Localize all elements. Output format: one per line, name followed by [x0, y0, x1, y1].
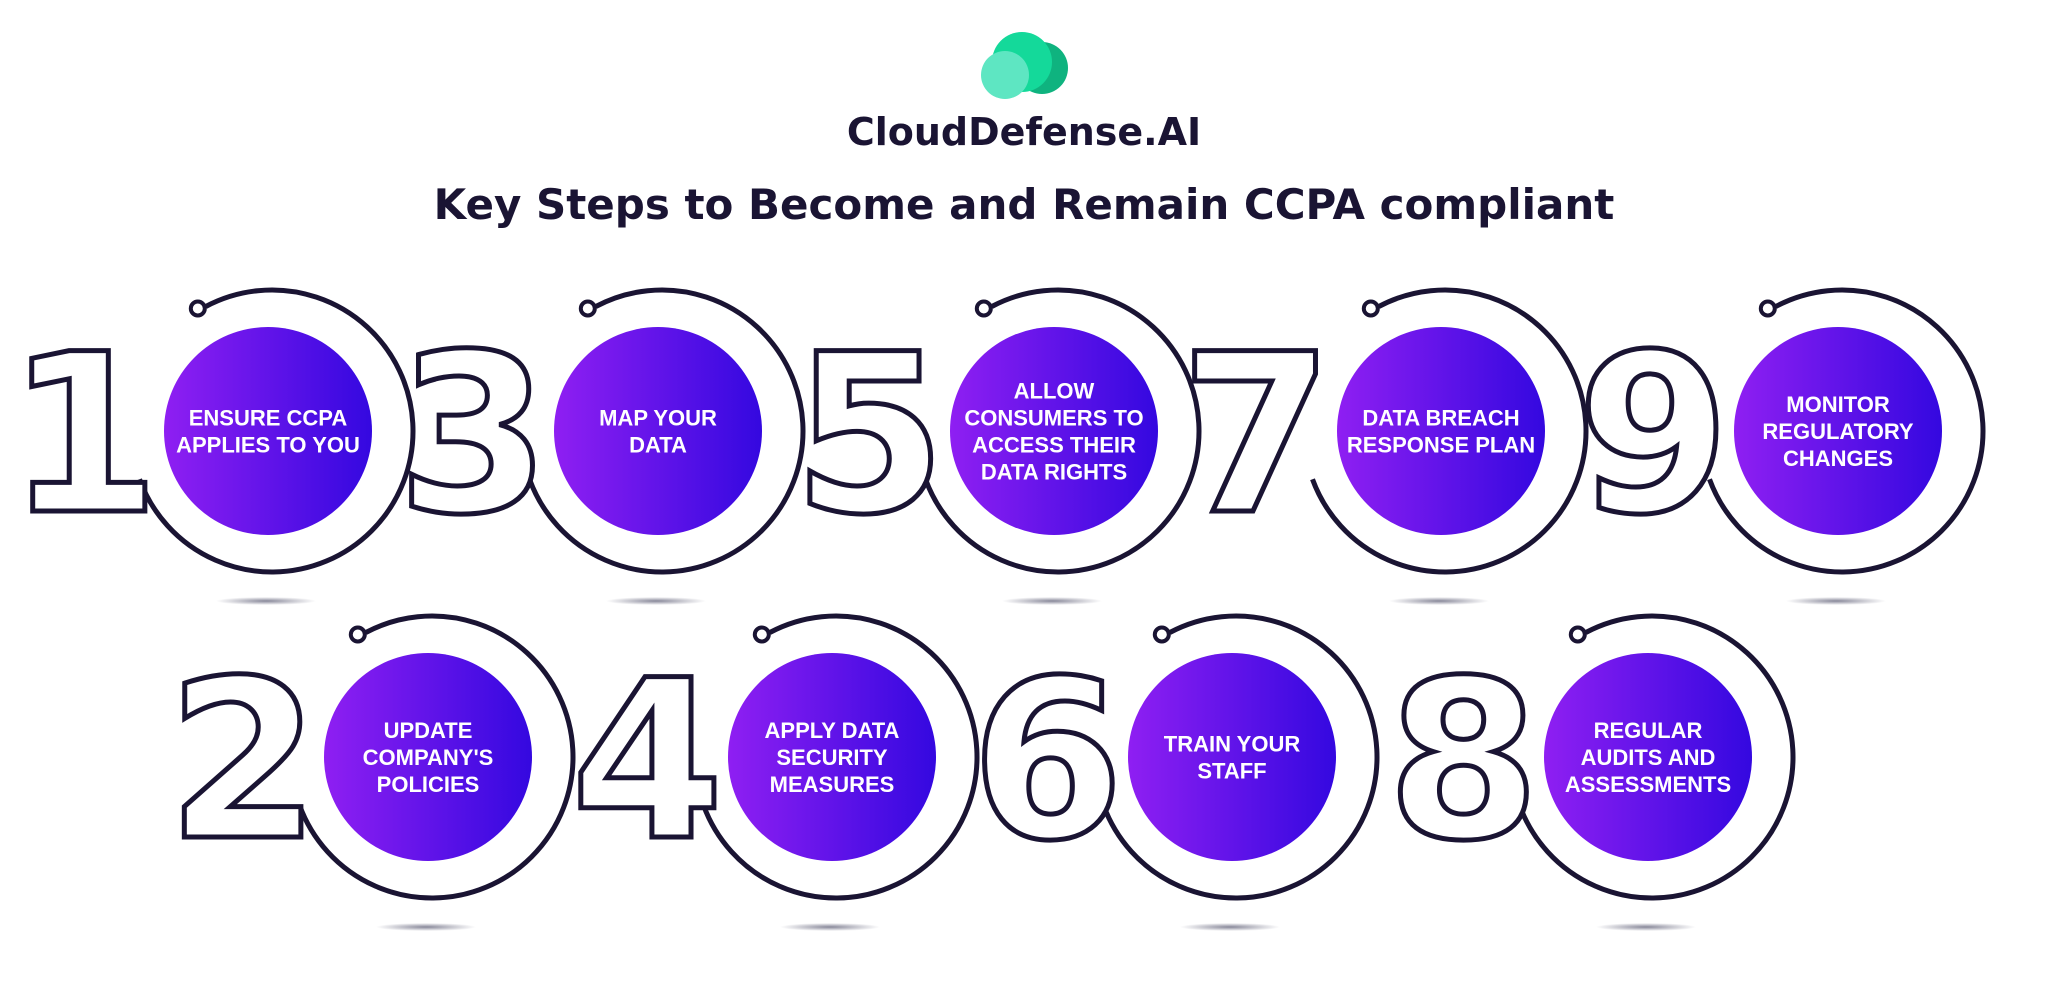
ring-dot [1758, 299, 1777, 318]
ring-dot [578, 299, 597, 318]
step-label-line: DATA BREACH [1362, 406, 1519, 431]
ring-arc [1101, 613, 1380, 901]
step-number: 9 [1577, 307, 1730, 563]
ring-dot [1361, 299, 1380, 318]
step-circle [1544, 653, 1752, 861]
ring-dot [974, 299, 993, 318]
step-number: 5 [793, 307, 946, 563]
step-label-line: REGULAR [1594, 718, 1703, 743]
step-number: 3 [397, 307, 550, 563]
step-label-line: POLICIES [377, 772, 480, 797]
ring-dot [1152, 625, 1171, 644]
step-label-line: ENSURE CCPA [189, 406, 348, 431]
step-label-line: CHANGES [1783, 446, 1893, 471]
shadow [376, 923, 476, 931]
shadow [606, 597, 706, 605]
step-label-line: REGULATORY [1762, 419, 1913, 444]
shadow [1596, 923, 1696, 931]
ring-arc [1707, 287, 1986, 575]
step-circle [1337, 327, 1545, 535]
step-circle [950, 327, 1158, 535]
step-label-line: DATA [629, 433, 687, 458]
step-number: 6 [971, 633, 1124, 889]
step-label-line: DATA RIGHTS [981, 460, 1127, 485]
shadow [1389, 597, 1489, 605]
ring-dot [752, 625, 771, 644]
step-number: 1 [7, 307, 160, 563]
step-circle [728, 653, 936, 861]
ring-arc [1517, 613, 1796, 901]
step-label-line: ACCESS THEIR [972, 433, 1136, 458]
shadow [1002, 597, 1102, 605]
step-label-line: SECURITY [776, 745, 888, 770]
step-label-line: ALLOW [1014, 379, 1095, 404]
ring-arc [923, 287, 1202, 575]
page-title: Key Steps to Become and Remain CCPA comp… [433, 180, 1615, 229]
cloud-logo-icon [981, 32, 1068, 99]
step-number: 8 [1387, 633, 1540, 889]
step-label-line: MEASURES [770, 772, 895, 797]
step-label-line: STAFF [1197, 759, 1266, 784]
step-number: 7 [1180, 307, 1333, 563]
shadow [216, 597, 316, 605]
step-label-line: TRAIN YOUR [1164, 732, 1301, 757]
step-number: 4 [571, 633, 724, 889]
shadow [1180, 923, 1280, 931]
ring-dot [348, 625, 367, 644]
step-label-line: MONITOR [1786, 392, 1890, 417]
ring-arc [297, 613, 576, 901]
ring-arc [701, 613, 980, 901]
step-circle [324, 653, 532, 861]
ring-dot [1568, 625, 1587, 644]
ring-arc [1310, 287, 1589, 575]
step-number: 2 [167, 633, 320, 889]
step-circle [554, 327, 762, 535]
step-circle [1128, 653, 1336, 861]
shadow [780, 923, 880, 931]
step-label-line: AUDITS AND [1581, 745, 1716, 770]
step-label-line: APPLY DATA [765, 718, 900, 743]
step-label-line: ASSESSMENTS [1565, 772, 1731, 797]
step-circle [164, 327, 372, 535]
step-label-line: CONSUMERS TO [964, 406, 1143, 431]
step-label-line: APPLIES TO YOU [176, 433, 360, 458]
step-circle [1734, 327, 1942, 535]
ring-dot [188, 299, 207, 318]
brand-name: CloudDefense.AI [846, 110, 1202, 154]
step-label-line: COMPANY'S [363, 745, 494, 770]
step-label-line: RESPONSE PLAN [1347, 433, 1535, 458]
ring-arc [527, 287, 806, 575]
ring-arc [137, 287, 416, 575]
shadow [1786, 597, 1886, 605]
step-label-line: MAP YOUR [599, 406, 717, 431]
step-label-line: UPDATE [384, 718, 473, 743]
